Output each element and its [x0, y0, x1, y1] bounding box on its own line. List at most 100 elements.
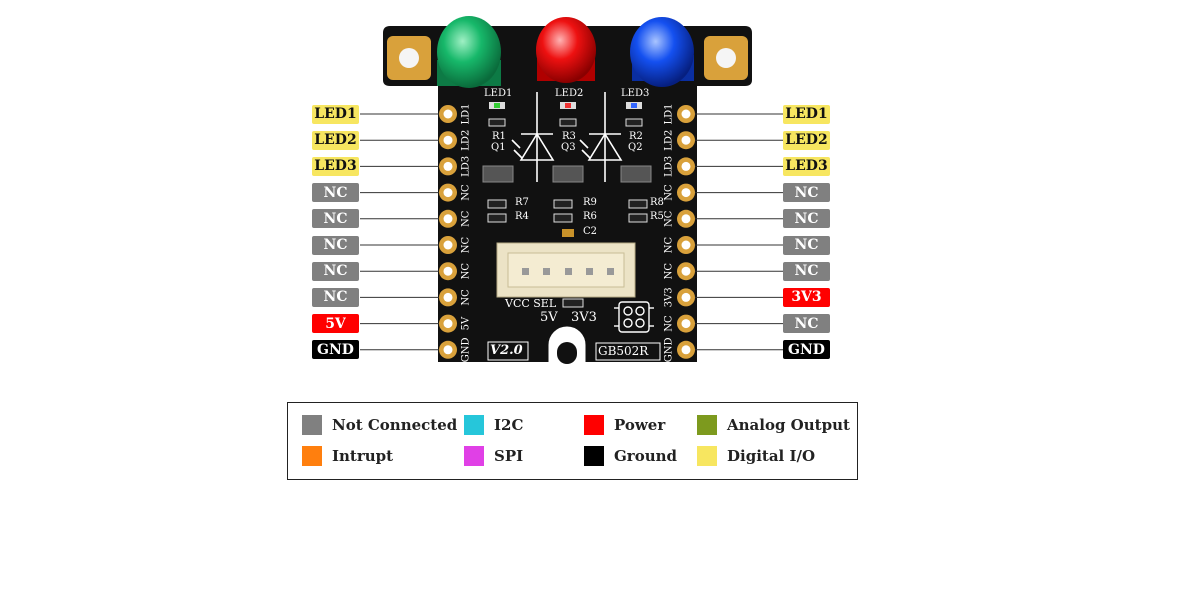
vcc-sel-label: VCC SEL [505, 297, 557, 310]
pcb-body [383, 26, 752, 362]
right-pin-label: NC [783, 235, 830, 255]
left-pin-label: LED1 [312, 104, 359, 124]
legend-label: Ground [614, 447, 678, 465]
left-pin-pad [439, 314, 457, 333]
silk-r2: R2 [629, 131, 643, 142]
left-pin-pad [439, 288, 457, 307]
legend-item: Analog Output [697, 415, 850, 435]
left-pin-pad [439, 340, 457, 359]
left-pin-pad [439, 236, 457, 254]
left-pin-label: NC [312, 261, 359, 281]
smd-led2-label: LED2 [555, 88, 584, 99]
left-pin-silk: LD1 [461, 103, 472, 124]
left-pin-label: GND [312, 340, 359, 360]
legend-item: Intrupt [302, 446, 393, 466]
left-pin-silk: NC [461, 236, 472, 253]
left-pin-pad [439, 183, 457, 202]
left-pin-label: LED2 [312, 130, 359, 150]
right-pin-silk: LD2 [664, 130, 675, 151]
silk-c2: C2 [583, 226, 598, 237]
mounting-hole-left [387, 36, 431, 80]
right-pin-pad [677, 183, 695, 202]
legend-label: SPI [494, 447, 524, 465]
legend-item: Ground [584, 446, 677, 466]
version-label: V2.0 [490, 343, 523, 358]
legend-swatch [464, 415, 484, 435]
right-pin-label: 3V3 [783, 287, 830, 307]
right-pin-silk: GND [664, 337, 675, 362]
legend-swatch [464, 446, 484, 466]
right-pin-label: LED2 [783, 130, 830, 150]
silk-q1: Q1 [491, 142, 506, 153]
legend-swatch [697, 415, 717, 435]
right-pin-silk: 3V3 [664, 287, 675, 307]
left-pin-label: NC [312, 287, 359, 307]
right-pin-pad [677, 340, 695, 359]
chip-logo-icon [614, 301, 654, 333]
legend-swatch [584, 446, 604, 466]
left-pin-silk: LD3 [461, 156, 472, 177]
model-box [595, 342, 661, 361]
silk-r4: R4 [515, 211, 529, 222]
right-pin-silk: NC [664, 210, 675, 227]
smd-led3-label: LED3 [621, 88, 650, 99]
left-pin-pad [439, 209, 457, 228]
left-pin-label: 5V [312, 314, 359, 334]
right-pin-silk: LD1 [664, 103, 675, 124]
legend-swatch [302, 446, 322, 466]
legend-item: Digital I/O [697, 446, 815, 466]
right-pin-silk: NC [664, 263, 675, 280]
silk-r5: R5 [650, 211, 664, 222]
sel-5v-label: 5V [540, 310, 558, 325]
led-red [536, 17, 596, 83]
right-pin-pad [677, 314, 695, 333]
right-pin-label: LED3 [783, 156, 830, 176]
left-pin-label: NC [312, 209, 359, 229]
left-pin-label: LED3 [312, 156, 359, 176]
led-green [437, 16, 501, 88]
left-pin-silk: 5V [461, 316, 472, 330]
legend-swatch [584, 415, 604, 435]
legend-label: Intrupt [332, 447, 394, 465]
silk-r3: R3 [562, 131, 576, 142]
legend-swatch [302, 415, 322, 435]
left-pin-pad [439, 105, 457, 123]
silk-r7: R7 [515, 197, 529, 208]
mounting-hole-right [704, 36, 748, 80]
legend-item: SPI [464, 446, 523, 466]
right-pin-silk: NC [664, 315, 675, 332]
silk-r8: R8 [650, 197, 664, 208]
legend-label: Not Connected [332, 416, 458, 434]
sel-3v3-label: 3V3 [571, 310, 597, 325]
right-pin-pad [677, 236, 695, 254]
jst-connector [496, 242, 636, 298]
left-pin-label: NC [312, 183, 359, 203]
silk-q3: Q3 [561, 142, 576, 153]
left-pin-silk: LD2 [461, 130, 472, 151]
left-pin-silk: NC [461, 263, 472, 280]
right-pin-pad [677, 157, 695, 176]
legend-label: Analog Output [727, 416, 850, 434]
legend-item: Not Connected [302, 415, 457, 435]
silk-r1: R1 [492, 131, 506, 142]
legend-label: I2C [494, 416, 524, 434]
right-pin-silk: NC [664, 236, 675, 253]
left-pin-pad [439, 131, 457, 150]
silk-q2: Q2 [628, 142, 643, 153]
left-pin-silk: NC [461, 210, 472, 227]
silk-r9: R9 [583, 197, 597, 208]
legend-item: I2C [464, 415, 523, 435]
led-blue [630, 17, 694, 87]
left-pin-silk: NC [461, 289, 472, 306]
legend-swatch [697, 446, 717, 466]
left-pin-label: NC [312, 235, 359, 255]
right-pin-pad [677, 209, 695, 228]
left-pin-silk: GND [461, 337, 472, 362]
right-pin-pad [677, 262, 695, 281]
left-pin-silk: NC [461, 184, 472, 201]
legend-item: Power [584, 415, 665, 435]
right-pin-label: NC [783, 314, 830, 334]
